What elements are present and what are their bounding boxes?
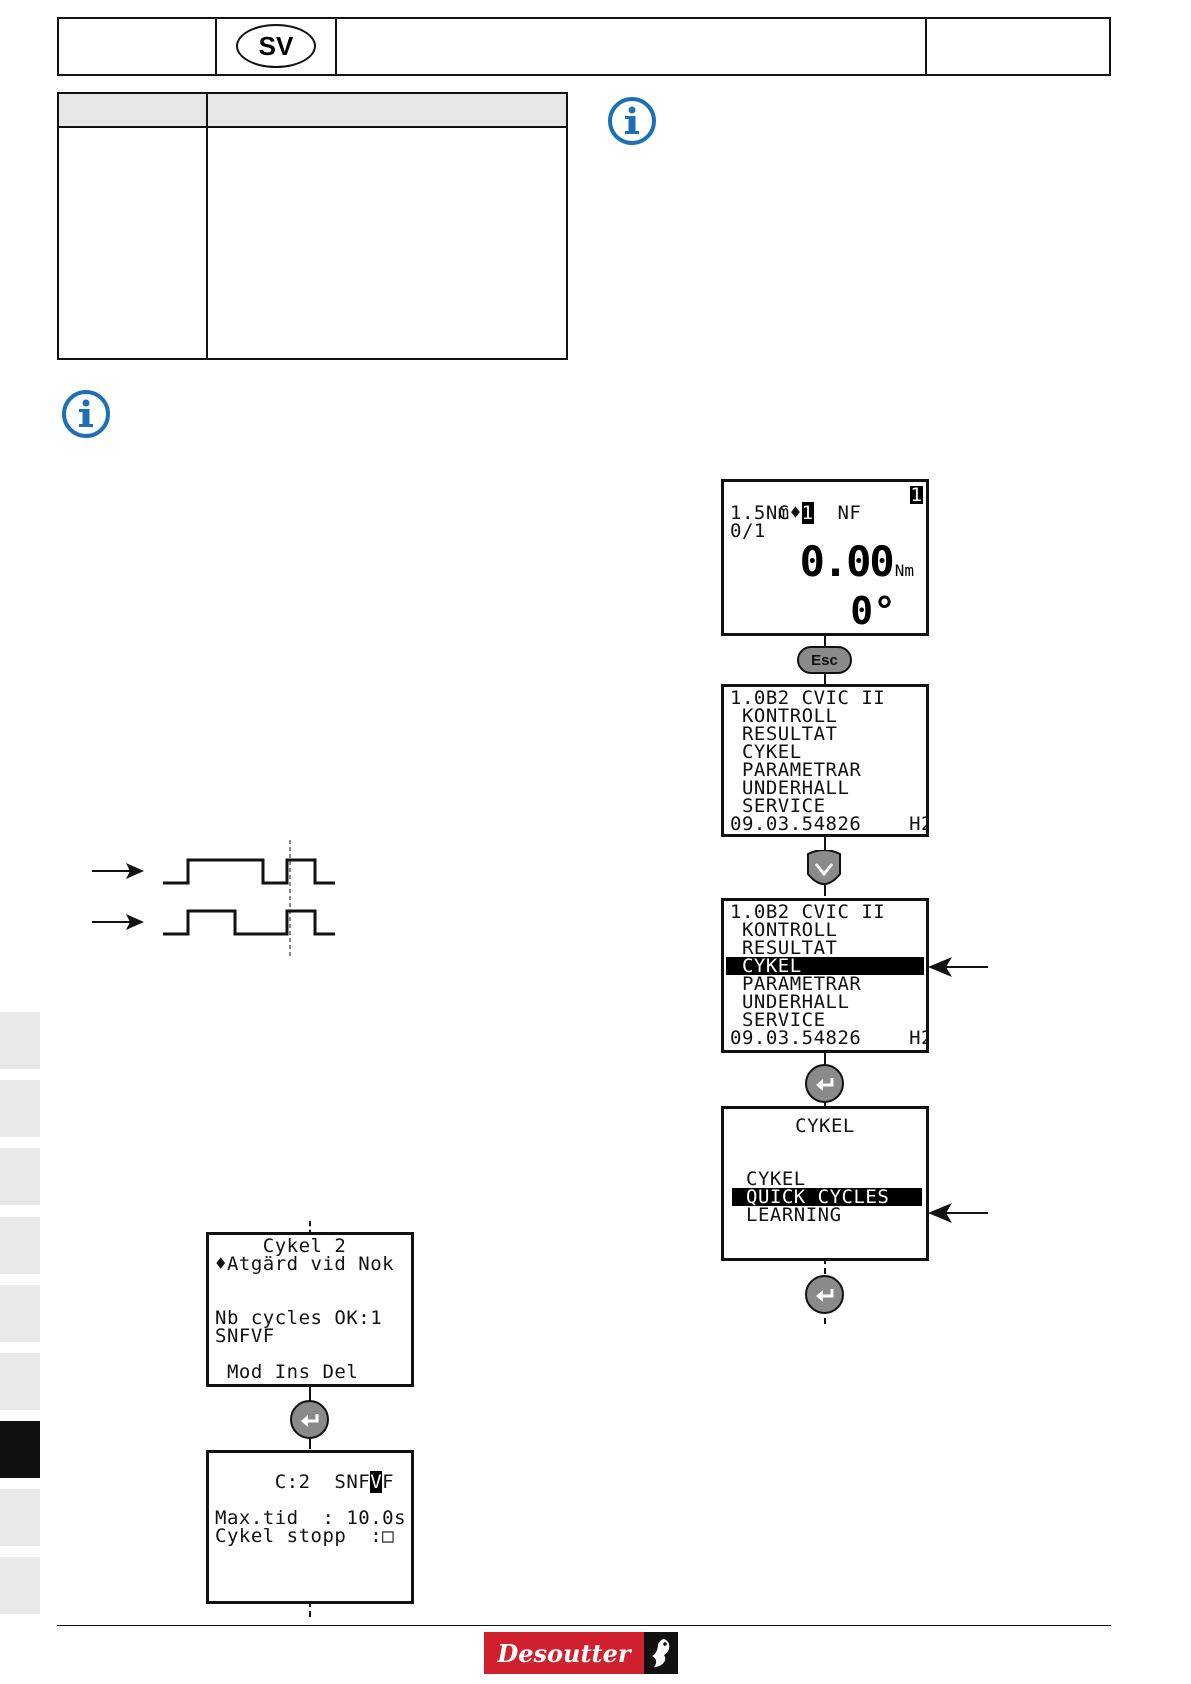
flow-connector	[309, 1601, 311, 1617]
enter-button[interactable]	[805, 1064, 844, 1103]
cycle2-softkeys[interactable]: Mod Ins Del	[215, 1361, 359, 1383]
cycle2-line: ♦Atgärd vid Nok	[215, 1253, 395, 1275]
brand-logo: Desoutter	[484, 1632, 644, 1674]
side-tab[interactable]	[0, 1285, 40, 1342]
menu-item-service[interactable]: SERVICE	[730, 795, 826, 817]
enter-button[interactable]	[805, 1275, 844, 1314]
arrow-right-icon	[92, 914, 144, 930]
menu-item-cykel[interactable]: CYKEL	[730, 741, 802, 763]
flow-connector	[309, 1221, 311, 1235]
signal-waveform-diagram	[92, 840, 335, 957]
cycle-menu-title: CYKEL	[795, 1115, 855, 1137]
cycle-edit-line: C:2 SNFVF	[215, 1455, 409, 1509]
max-time-field[interactable]: Max.tid : 10.0s	[215, 1507, 407, 1529]
side-tab[interactable]	[0, 1012, 40, 1069]
esc-label: Esc	[811, 651, 838, 669]
side-tab[interactable]	[0, 1353, 40, 1410]
lcd-main-menu-cykel-selected: 1.0B2 CVIC II KONTROLL RESULTAT CYKEL PA…	[721, 898, 929, 1053]
cycle2-line: Nb cycles OK:1	[215, 1307, 383, 1329]
cycle-edit-label: F	[382, 1471, 395, 1493]
side-tab[interactable]	[0, 1557, 40, 1614]
cycle-number: 1	[801, 502, 814, 524]
cycle-menu-item-quick-cycles-selected[interactable]: QUICK CYCLES	[732, 1188, 922, 1207]
target-torque: 1.5Nm	[730, 502, 790, 524]
cycle2-line: SNFVF	[215, 1325, 275, 1347]
header-divider	[335, 17, 337, 76]
lcd-cycle-menu: CYKEL CYKEL QUICK CYCLES LEARNING	[721, 1106, 929, 1261]
lcd-cycle-edit-screen: C:2 SNFVF Max.tid : 10.0s Cykel stopp :□	[206, 1450, 414, 1604]
table-header-border	[57, 126, 568, 128]
menu-item-resultat[interactable]: RESULTAT	[730, 723, 838, 745]
cycle2-line: Cykel 2	[215, 1235, 347, 1257]
cycle-stop-field[interactable]: Cykel stopp :□	[215, 1525, 395, 1547]
side-tab[interactable]	[0, 1148, 40, 1205]
brand-emblem	[644, 1632, 678, 1674]
enter-icon	[815, 1077, 833, 1091]
menu-line: 1.0B2 CVIC II	[730, 901, 886, 923]
spindle-badge: 1	[909, 484, 923, 506]
arrow-right-icon	[92, 863, 144, 879]
header-divider	[215, 17, 217, 76]
brand-name: Desoutter	[497, 1638, 631, 1668]
bird-icon	[652, 1639, 670, 1667]
table-header-row	[59, 94, 566, 126]
lcd-main-menu: 1.0B2 CVIC II KONTROLL RESULTAT CYKEL PA…	[721, 684, 929, 837]
menu-line: 09.03.54826 H2	[730, 813, 929, 835]
menu-item-resultat[interactable]: RESULTAT	[730, 937, 838, 959]
torque-value: 0.00	[799, 537, 895, 586]
cycle-edit-label: C:2 SNF	[262, 1471, 371, 1493]
cycle-indicator: C♦	[777, 502, 802, 524]
angle-readout: 0°	[850, 589, 896, 633]
side-tab[interactable]	[0, 1489, 40, 1546]
side-tab[interactable]	[0, 1217, 40, 1274]
menu-item-kontroll[interactable]: KONTROLL	[730, 919, 838, 941]
side-tab[interactable]	[0, 1080, 40, 1137]
signal-trace	[163, 909, 335, 936]
info-icon	[62, 390, 110, 438]
empty-table	[57, 92, 568, 360]
header-bar	[57, 17, 1111, 76]
side-tab-active[interactable]	[0, 1421, 40, 1478]
language-code: SV	[258, 30, 294, 61]
footer-rule	[57, 1625, 1111, 1626]
menu-line: 1.0B2 CVIC II	[730, 687, 886, 709]
info-icon	[608, 97, 656, 145]
menu-item-parametrar[interactable]: PARAMETRAR	[730, 973, 862, 995]
language-badge: SV	[236, 24, 316, 68]
menu-item-parametrar[interactable]: PARAMETRAR	[730, 759, 862, 781]
menu-item-underhall[interactable]: UNDERHALL	[730, 991, 850, 1013]
esc-button[interactable]: Esc	[797, 646, 852, 674]
cycle-menu-item-cykel[interactable]: CYKEL	[746, 1168, 806, 1190]
chevron-down-icon	[814, 863, 834, 877]
enter-icon	[300, 1413, 318, 1427]
menu-line: 09.03.54826 H2	[730, 1027, 929, 1049]
lcd-cycle2-screen: Cykel 2 ♦Atgärd vid Nok Nb cycles OK:1 S…	[206, 1232, 414, 1387]
enter-icon	[815, 1288, 833, 1302]
enter-button[interactable]	[290, 1400, 329, 1439]
menu-item-cykel-selected[interactable]: CYKEL	[726, 957, 924, 976]
torque-unit: Nm	[894, 561, 914, 580]
menu-item-service[interactable]: SERVICE	[730, 1009, 826, 1031]
header-divider	[925, 17, 927, 76]
cycle-menu-item-learning[interactable]: LEARNING	[746, 1204, 842, 1226]
menu-item-kontroll[interactable]: KONTROLL	[730, 705, 838, 727]
menu-item-underhall[interactable]: UNDERHALL	[730, 777, 850, 799]
edit-cursor[interactable]: V	[370, 1471, 383, 1493]
signal-trace	[163, 858, 335, 885]
arrow-left-icon	[928, 1203, 988, 1223]
cycle-counter: 0/1	[730, 520, 766, 542]
table-column-divider	[206, 92, 208, 360]
chevron-down-button[interactable]	[806, 850, 842, 892]
status-label: NF	[813, 502, 862, 524]
arrow-left-icon	[928, 957, 988, 977]
